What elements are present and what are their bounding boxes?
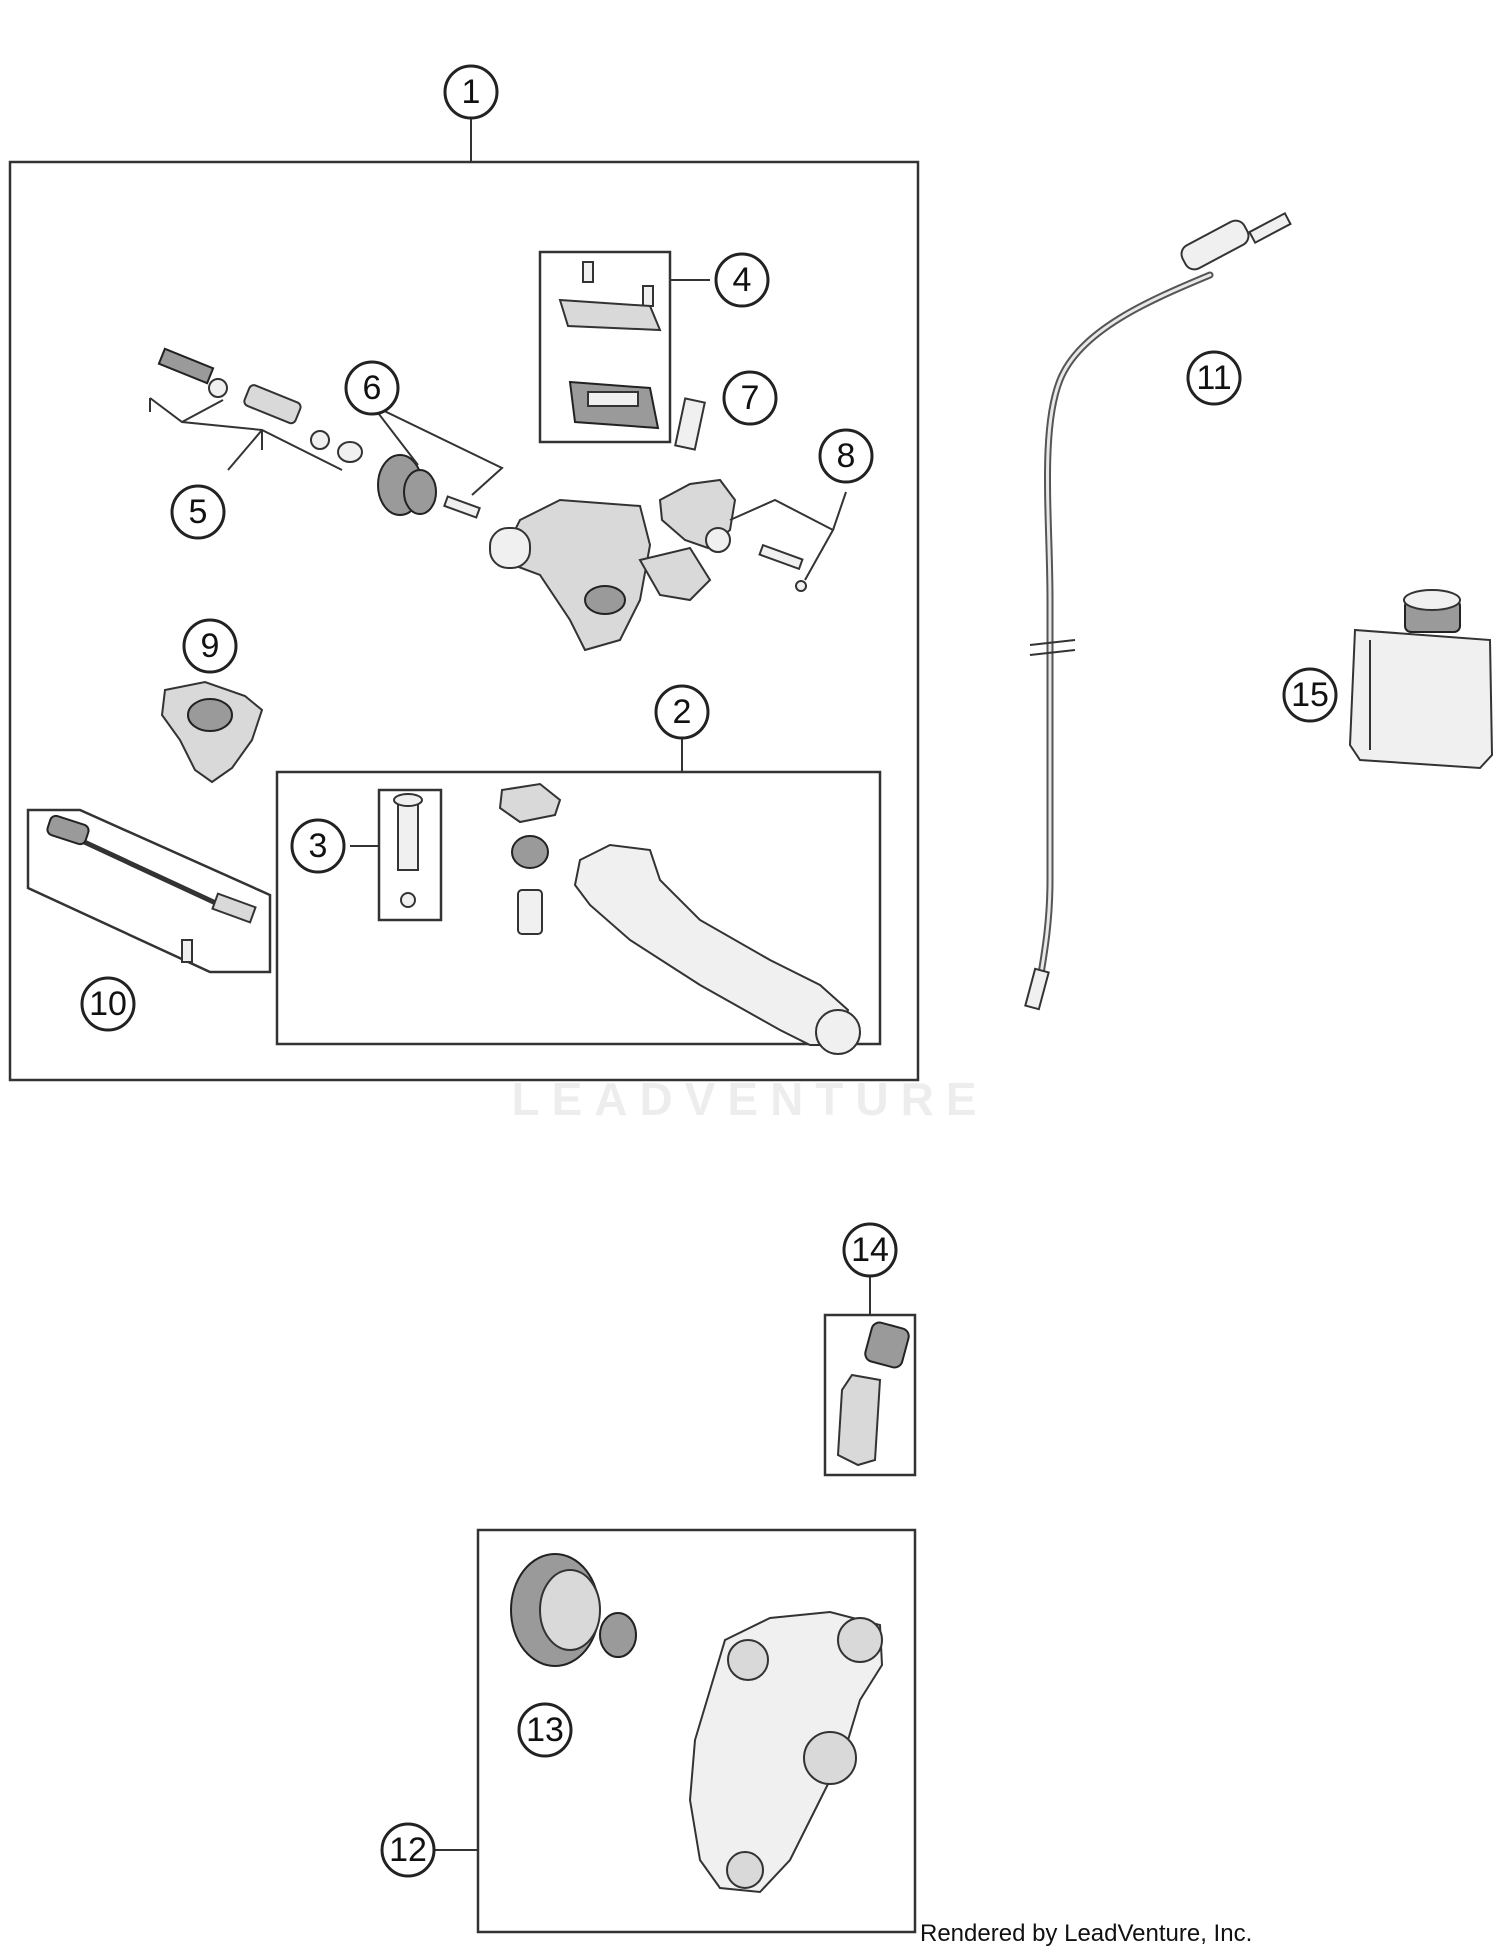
callout-4: 4	[714, 252, 770, 308]
part-6-boot	[371, 404, 504, 519]
callout-9: 9	[182, 618, 238, 674]
part-13-piston	[510, 1553, 637, 1667]
part-4-cover	[558, 261, 662, 430]
part-11-hose	[1024, 211, 1292, 1011]
callout-label-5: 5	[189, 493, 208, 531]
callout-5: 5	[170, 484, 226, 540]
subframe-2	[275, 770, 882, 1046]
callout-label-11: 11	[1196, 359, 1231, 397]
callout-label-12: 12	[389, 1831, 427, 1869]
callout-8: 8	[818, 428, 874, 484]
subframe-12	[476, 1528, 917, 1934]
callout-label-9: 9	[201, 627, 220, 665]
part-14-seal-kit	[836, 1321, 910, 1467]
callout-label-14: 14	[851, 1231, 889, 1269]
callout-label-2: 2	[673, 693, 692, 731]
callout-15: 15	[1282, 667, 1338, 723]
watermark-text: LEADVENTURE	[511, 1073, 989, 1125]
part-7-pin	[674, 397, 706, 451]
callout-12: 12	[380, 1822, 436, 1878]
callout-3: 3	[290, 818, 346, 874]
callout-10: 10	[80, 976, 136, 1032]
callout-label-1: 1	[462, 73, 481, 111]
callout-1: 1	[443, 64, 499, 120]
part-12-caliper	[688, 1610, 884, 1894]
part-9-guard	[160, 680, 264, 784]
subframe-4	[538, 250, 672, 444]
part-2-lever	[498, 782, 861, 1055]
callout-label-8: 8	[837, 437, 856, 475]
callout-11: 11	[1186, 350, 1242, 406]
master-cylinder-body	[489, 498, 712, 652]
subframe-3	[377, 788, 443, 922]
callout-label-13: 13	[526, 1711, 564, 1749]
credit-text: Rendered by LeadVenture, Inc.	[920, 1920, 1253, 1947]
callout-14: 14	[842, 1222, 898, 1278]
callout-2: 2	[654, 684, 710, 740]
callout-label-10: 10	[89, 985, 127, 1023]
callout-label-6: 6	[363, 369, 382, 407]
callout-13: 13	[517, 1702, 573, 1758]
part-5-piston-kit	[149, 347, 363, 471]
callout-6: 6	[344, 360, 400, 416]
assembly-frame-1	[8, 160, 920, 1082]
part-10-sensor	[26, 808, 272, 974]
callout-label-3: 3	[309, 827, 328, 865]
part-8-clamp	[658, 478, 847, 592]
callout-7: 7	[722, 370, 778, 426]
callout-label-4: 4	[733, 261, 752, 299]
callout-label-15: 15	[1291, 676, 1329, 714]
callout-label-7: 7	[741, 379, 760, 417]
part-15-fluid-bottle	[1348, 589, 1494, 770]
